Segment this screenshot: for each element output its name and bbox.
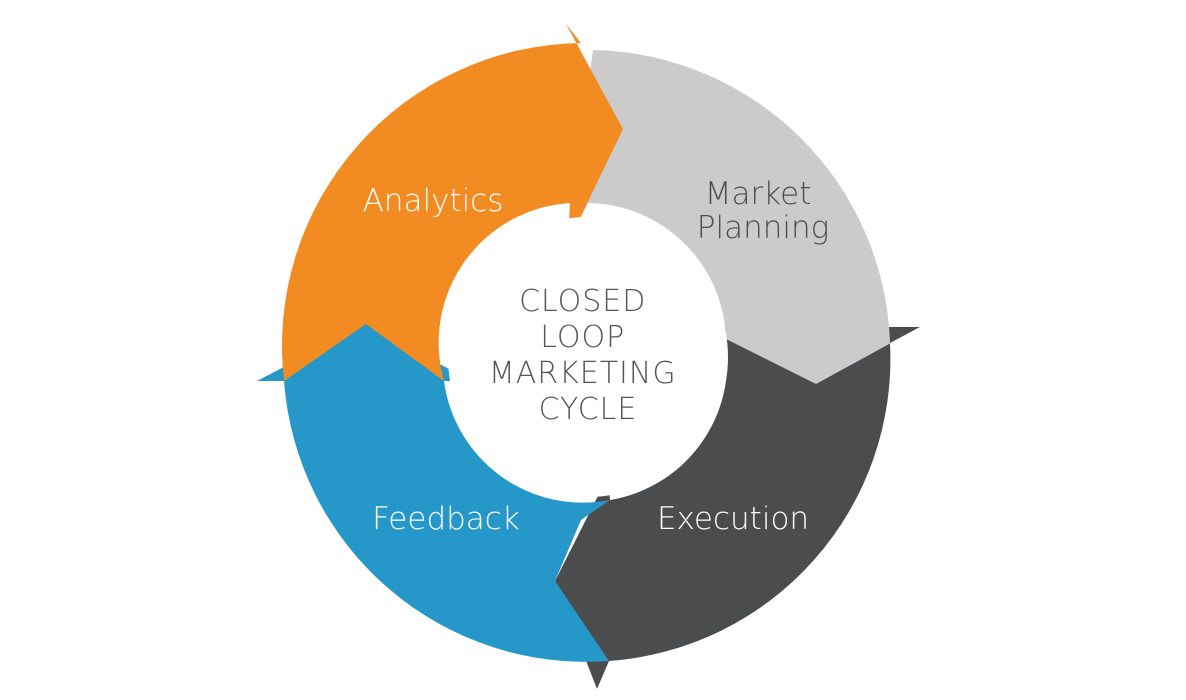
execution-label-line: Execution — [657, 501, 809, 537]
feedback-label: Feedback — [372, 501, 520, 537]
center-label: CLOSED LOOP MARKETING CYCLE — [489, 284, 687, 427]
center-circle — [448, 217, 728, 497]
analytics-label-line: Analytics — [363, 183, 504, 219]
market-planning-label-line-1: Market — [705, 176, 812, 212]
segment-analytics — [281, 24, 623, 381]
execution-label: Execution — [657, 501, 809, 537]
segment-execution — [555, 327, 920, 689]
analytics-label: Analytics — [363, 183, 504, 219]
center-label-line-2: LOOP — [540, 320, 625, 355]
center-label-line-3: MARKETING — [489, 356, 677, 391]
segment-feedback — [257, 324, 610, 662]
feedback-label-line: Feedback — [372, 501, 520, 537]
center-label-line-4: CYCLE — [539, 392, 638, 427]
market-planning-label: Market Planning — [697, 176, 829, 246]
center-label-line-1: CLOSED — [519, 284, 646, 319]
market-planning-label-line-2: Planning — [697, 210, 829, 246]
segment-market-planning — [567, 50, 920, 384]
